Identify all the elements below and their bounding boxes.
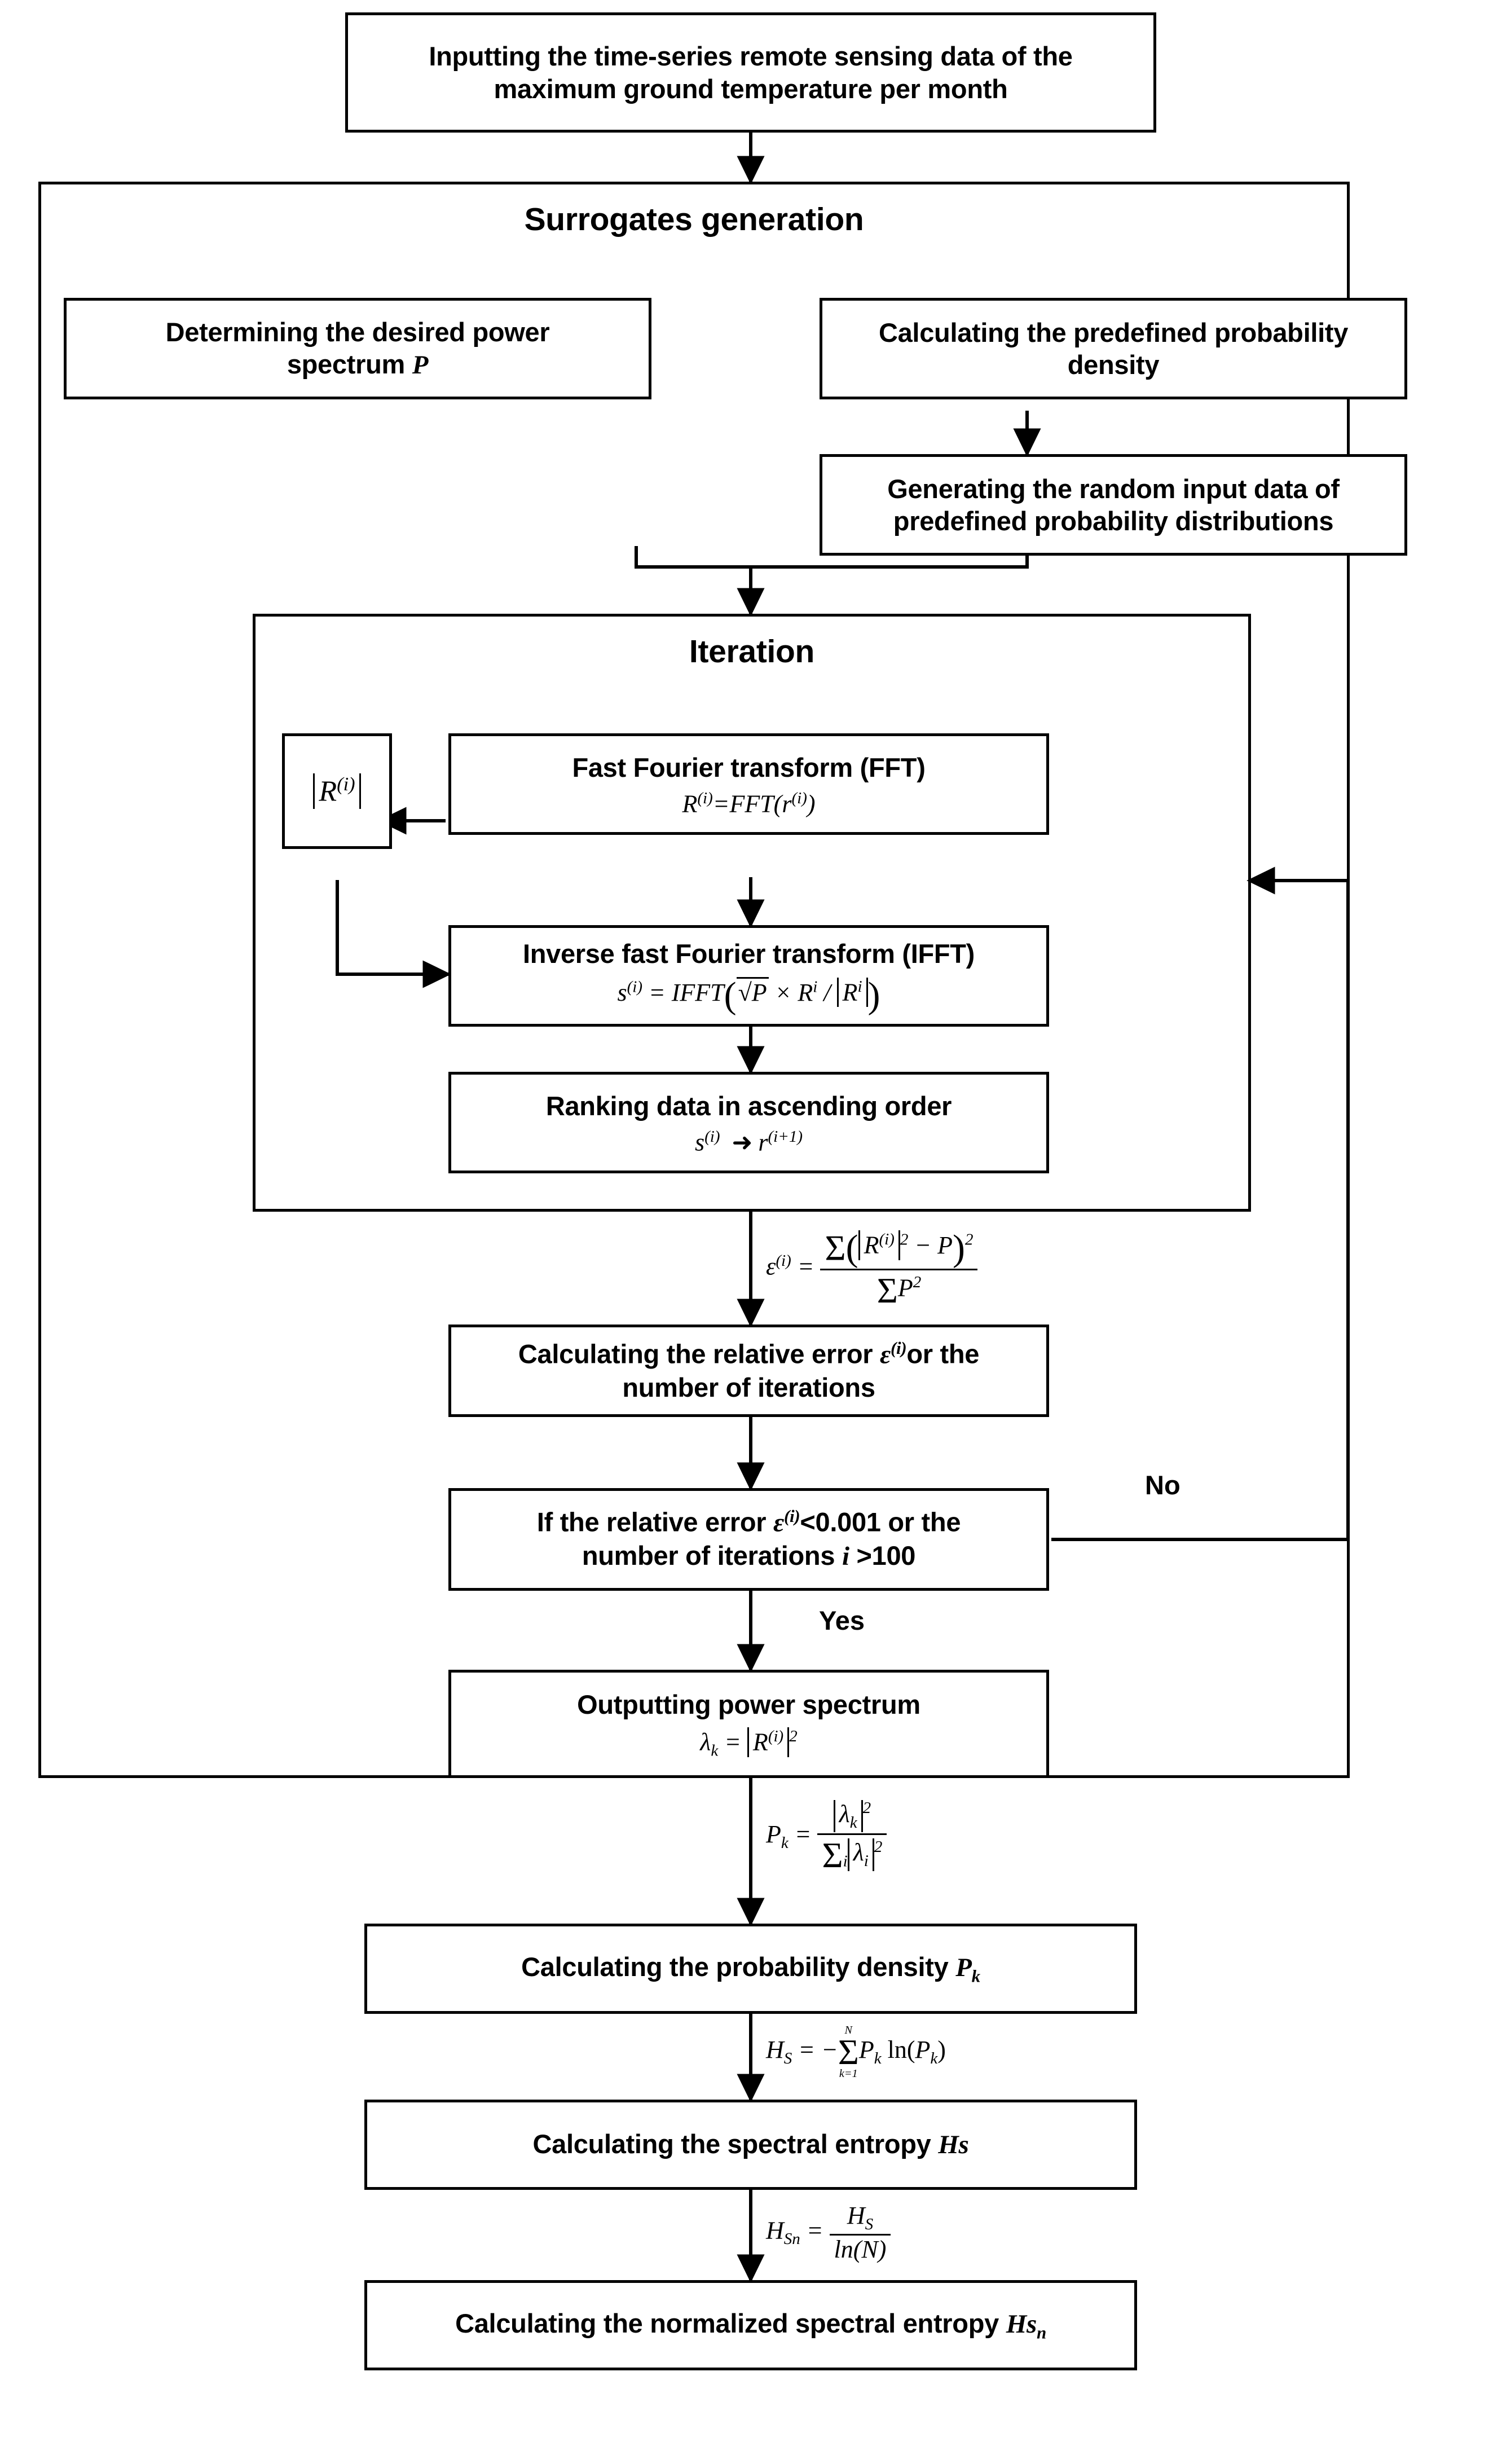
- node-normalized-spectral-entropy[interactable]: Calculating the normalized spectral entr…: [364, 2280, 1137, 2370]
- node-generate-random-input-text: Generating the random input data of pred…: [887, 473, 1340, 536]
- edge-magnitude-to-ifft: [336, 880, 451, 988]
- node-ifft[interactable]: Inverse fast Fourier transform (IFFT) s(…: [448, 925, 1049, 1027]
- edge-merge-rail: [635, 546, 1029, 569]
- node-output-power-spectrum-title: Outputting power spectrum: [577, 1689, 920, 1720]
- node-output-power-spectrum-formula: λk = R(i)2: [700, 1727, 798, 1760]
- node-spectral-entropy-text: Calculating the spectral entropy Hs: [532, 2129, 969, 2160]
- node-decision-relative-error[interactable]: If the relative error ε(i)<0.001 or the …: [448, 1488, 1049, 1591]
- node-predefined-probability-density-text: Calculating the predefined probability d…: [878, 317, 1349, 380]
- node-probability-density-pk-text: Calculating the probability density Pk: [521, 1951, 980, 1986]
- node-ranking-title: Ranking data in ascending order: [545, 1091, 952, 1121]
- node-decision-relative-error-text: If the relative error ε(i)<0.001 or the …: [536, 1506, 961, 1572]
- node-ranking[interactable]: Ranking data in ascending order s(i) ➜r(…: [448, 1072, 1049, 1173]
- node-magnitude-r[interactable]: R(i): [282, 733, 392, 849]
- node-predefined-probability-density[interactable]: Calculating the predefined probability d…: [820, 298, 1407, 399]
- node-ifft-title: Inverse fast Fourier transform (IFFT): [522, 939, 975, 969]
- node-probability-density-pk[interactable]: Calculating the probability density Pk: [364, 1924, 1137, 2014]
- group-surrogates-title: Surrogates generation: [524, 201, 864, 237]
- node-fft-title: Fast Fourier transform (FFT): [572, 753, 926, 782]
- node-magnitude-r-formula: R(i): [313, 773, 361, 809]
- node-relative-error[interactable]: Calculating the relative error ε(i)or th…: [448, 1325, 1049, 1417]
- edge-label-no: No: [1145, 1470, 1181, 1500]
- edge-formula-hsn: HSn = HS ln(N): [766, 2202, 891, 2263]
- node-normalized-spectral-entropy-text: Calculating the normalized spectral entr…: [455, 2308, 1046, 2343]
- node-determine-power-spectrum[interactable]: Determining the desired power spectrum P: [64, 298, 651, 399]
- group-iteration-title: Iteration: [689, 633, 815, 670]
- node-relative-error-text: Calculating the relative error ε(i)or th…: [518, 1338, 980, 1403]
- edge-formula-epsilon: ε(i) = Σ(R(i)2 − P)2 ΣP2: [766, 1229, 978, 1309]
- node-input-text: Inputting the time-series remote sensing…: [429, 41, 1073, 104]
- node-fft[interactable]: Fast Fourier transform (FFT) R(i)=FFT(r(…: [448, 733, 1049, 835]
- node-fft-formula: R(i)=FFT(r(i)): [682, 789, 816, 818]
- node-output-power-spectrum[interactable]: Outputting power spectrum λk = R(i)2: [448, 1670, 1049, 1778]
- node-ifft-formula: s(i) = IFFT(√P × Ri / Ri): [617, 974, 880, 1016]
- node-input[interactable]: Inputting the time-series remote sensing…: [345, 12, 1156, 133]
- edge-label-yes: Yes: [819, 1605, 865, 1635]
- node-ranking-formula: s(i) ➜r(i+1): [694, 1128, 803, 1156]
- node-spectral-entropy[interactable]: Calculating the spectral entropy Hs: [364, 2100, 1137, 2190]
- node-generate-random-input[interactable]: Generating the random input data of pred…: [820, 454, 1407, 556]
- node-determine-power-spectrum-text: Determining the desired power spectrum P: [165, 316, 550, 380]
